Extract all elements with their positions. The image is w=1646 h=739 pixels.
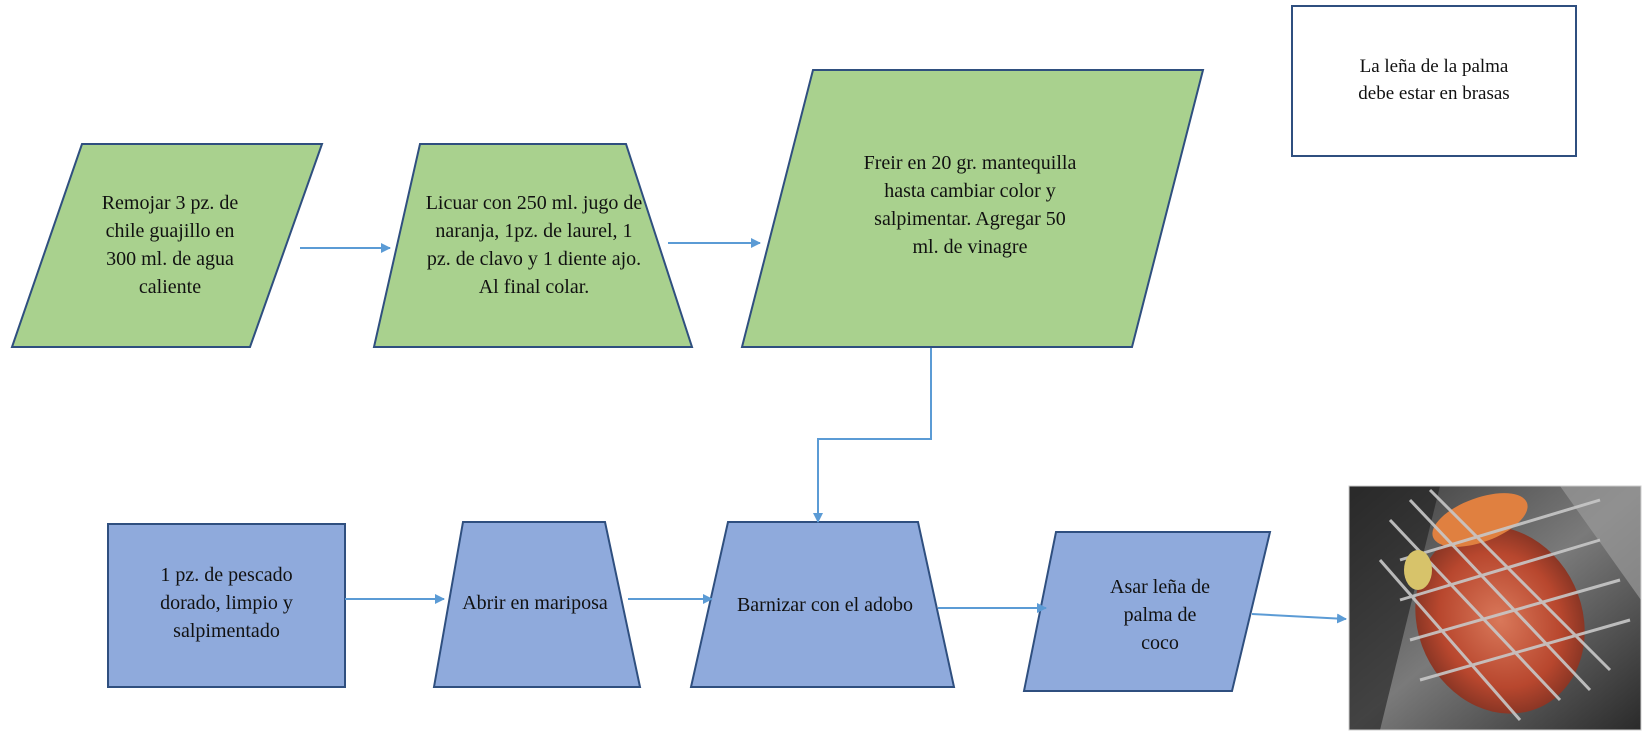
step-barnizar-label: Barnizar con el adobo: [736, 594, 914, 616]
step-pescado-label: 1 pz. de pescado dorado, limpio y salpim…: [160, 564, 293, 642]
step-freir-label: Freir en 20 gr. mantequilla hasta cambia…: [863, 152, 1077, 258]
step-asar-shape: [1022, 531, 1272, 692]
step-licuar-shape: [372, 143, 694, 348]
step-barnizar-shape: [689, 521, 956, 688]
step-remojar-shape: [10, 143, 324, 348]
grilled-fish-photo: [1348, 485, 1642, 731]
step-abrir-shape: [432, 521, 642, 688]
arrow-asar-to-photo: [1251, 613, 1347, 624]
step-asar-label: Asar leña de palma de coco: [1110, 576, 1210, 654]
step-pescado-shape: [107, 523, 346, 688]
step-licuar-label: Licuar con 250 ml. jugo de naranja, 1pz.…: [425, 192, 643, 298]
note-label: La leña de la palma debe estar en brasas: [1358, 56, 1510, 104]
step-abrir-label: Abrir en mariposa: [462, 592, 608, 614]
step-remojar-label: Remojar 3 pz. de chile guajillo en 300 m…: [101, 192, 239, 298]
arrow-freir-to-barnizar: [813, 348, 932, 523]
step-freir-shape: [740, 69, 1205, 348]
note-box: [1291, 5, 1577, 157]
